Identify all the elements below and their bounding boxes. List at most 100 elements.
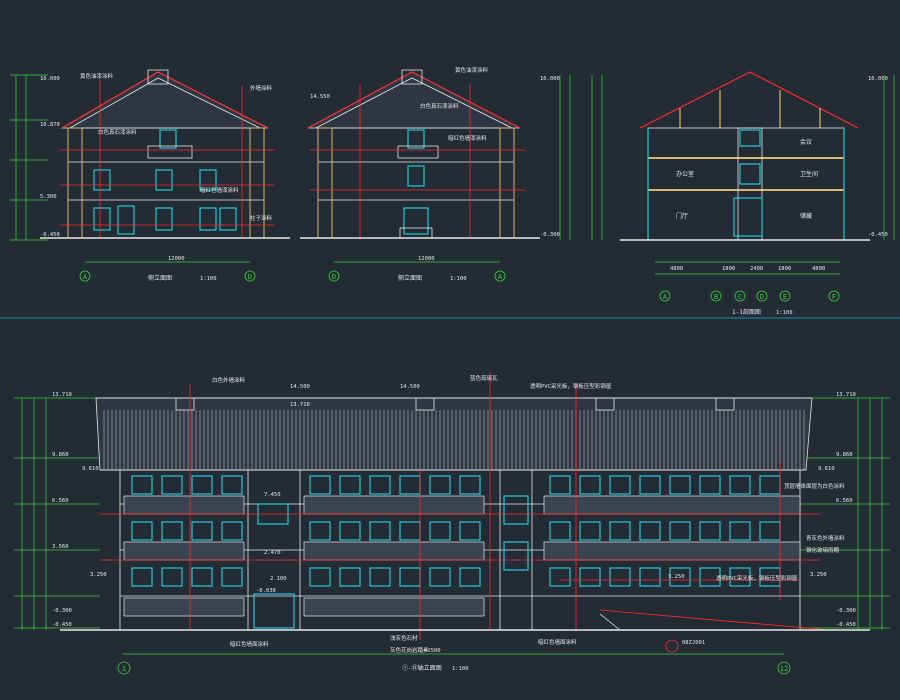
floor-tag-4: -0.030 [256,588,276,594]
facade-window [221,521,243,541]
bottom-overall-width: 42500 [424,648,441,654]
tl-note-1: 白色真石漆涂料 [98,128,137,136]
facade-window [221,567,243,587]
facade-window [369,567,391,587]
floor-tag-1: 2.470 [264,550,281,556]
bl-level-6: -0.300 [52,608,72,614]
facade-window [309,567,331,587]
tl-elev-2: 10.870 [40,122,60,128]
tr-span-1: 1800 [722,266,735,272]
bottom-roof [95,397,813,471]
bl-level-4: 3.560 [52,544,69,550]
tr-drawing-scale: 1:100 [776,310,793,316]
detail-ref-bubble [665,639,679,653]
tr-axis-A: A [663,293,668,301]
floor-tag-0: 7.450 [264,492,281,498]
top-right-section: 办公室 会议 门厅 卫生间 储藏 4800 1800 2400 1800 480… [591,71,895,316]
tm-windows [397,129,439,239]
tr-axis-C: C [738,293,742,301]
facade-window [579,521,601,541]
tm-elev-1: 14.550 [310,94,330,100]
facade-window [131,567,153,587]
facade-window [459,521,481,541]
tr-elev-4: -0.450 [868,232,888,238]
facade-window [609,521,631,541]
bottom-top-note-0: 白色外墙涂料 [212,376,246,384]
facade-window [459,475,481,495]
br-level-3: 6.560 [836,498,853,504]
bottom-main-elevation: 1 12 42500 ①-⑫轴立面图 1:100 13.710 9.860 9.… [14,372,890,675]
tr-room-office: 办公室 [676,170,694,178]
tm-note-2: 暗红色墙漆涂料 [448,134,487,142]
facade-window [429,567,451,587]
facade-window [339,567,361,587]
br-level-5: -0.300 [836,608,856,614]
bottom-left-dimensions [14,397,100,630]
roof-hatch-lines [103,410,805,470]
floor-tag-2: 3.250 [668,574,685,580]
bl-level-2: 9.610 [82,466,99,472]
bl-level-0: 13.710 [52,392,72,398]
tr-elev-0: 16.000 [868,76,888,82]
facade-window [669,521,691,541]
bl-level-5: 3.250 [90,572,107,578]
tl-chimney [147,69,169,85]
tr-drawing-title: 1-1剖面图 [732,308,761,316]
tl-note-4: 柱子涂料 [250,214,273,222]
bottom-axis-label-12: 12 [780,665,788,673]
tr-room-hall: 门厅 [676,212,688,220]
bottom-note-0: 暗红色墙面涂料 [230,640,269,648]
facade-window [729,521,751,541]
tr-span-0: 4800 [670,266,683,272]
roof-level-2: 14.500 [400,384,420,390]
facade-window [729,475,751,495]
facade-window [609,475,631,495]
facade-window [161,567,183,587]
tl-note-3: 外墙涂料 [250,84,273,92]
bl-level-3: 6.560 [52,498,69,504]
facade-window [729,567,751,587]
bottom-drawing-title: ①-⑫轴立面图 [402,664,442,672]
floor-tag-3: 2.100 [270,576,287,582]
facade-window [369,521,391,541]
tm-overall-width: 12000 [418,256,435,262]
bottom-top-note-1: 蓝色琉璃瓦 [470,374,498,382]
roof-level-0: 13.710 [290,402,310,408]
br-level-1: 9.860 [836,452,853,458]
tl-elev-3: 5.300 [40,194,57,200]
facade-window [579,567,601,587]
facade-window [549,521,571,541]
facade-window [161,521,183,541]
tl-axis-label-A: A [83,273,88,281]
bottom-mid-note-1: 青灰色外墙涂料 [806,534,845,542]
bottom-mid-note-3: 透明PVC采光板，钢板压型彩钢屋 [716,574,798,582]
tr-axis-D: D [760,293,764,301]
facade-window [699,521,721,541]
tl-note-2: 暗红色墙漆涂料 [200,186,239,194]
tl-note-0: 黄色油漆涂料 [80,72,114,80]
facade-window [309,521,331,541]
facade-window [221,475,243,495]
facade-window [339,521,361,541]
tm-axis-label-A: A [498,273,503,281]
facade-window [639,567,661,587]
facade-window [669,475,691,495]
facade-window [309,475,331,495]
facade-window [699,567,721,587]
tl-drawing-scale: 1:100 [200,276,217,282]
tm-elev-4: -0.300 [540,232,560,238]
tm-note-0: 黄色油漆涂料 [455,66,489,74]
facade-window [549,475,571,495]
tr-room-meeting: 会议 [800,138,812,146]
balcony-bands [123,495,801,617]
tr-axis-B: B [714,293,718,301]
tr-axis-E: E [783,293,787,301]
tm-drawing-scale: 1:100 [450,276,467,282]
bl-level-7: -0.450 [52,622,72,628]
facade-window [639,475,661,495]
br-level-6: -0.450 [836,622,856,628]
top-left-elevation: A D 12000 侧立面图 1:100 16.000 10.870 5.300… [10,69,290,282]
bottom-top-note-2: 透明PVC采光板，钢板压型彩钢屋 [530,382,612,390]
facade-window [579,475,601,495]
